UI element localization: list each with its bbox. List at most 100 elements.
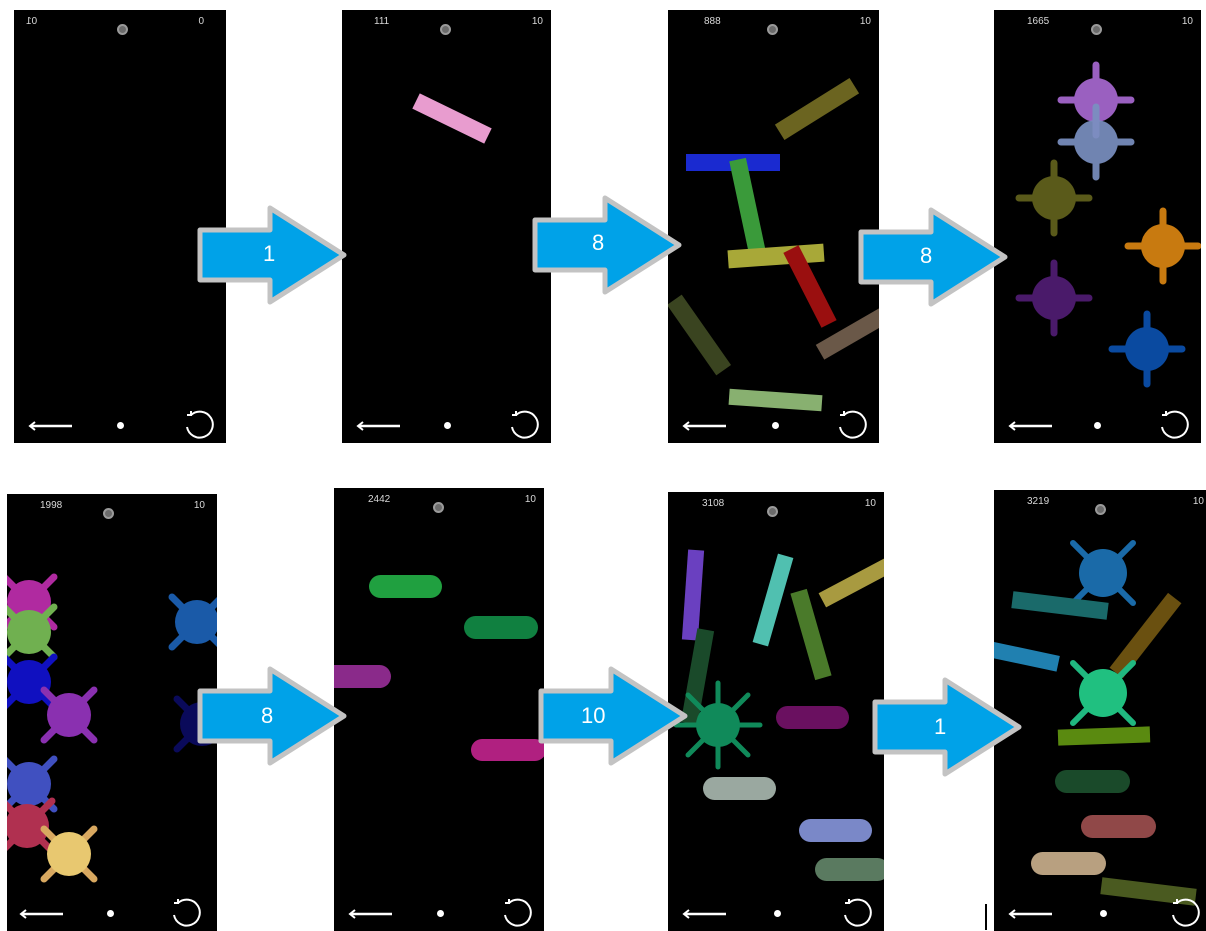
arrow-step-count: 8: [920, 243, 933, 268]
left-arrow-icon[interactable]: [28, 421, 72, 431]
dot-icon: [1100, 910, 1107, 917]
score-label: 3219: [1027, 496, 1050, 507]
ball-indicator-icon: [1091, 24, 1102, 35]
ball-indicator-icon: [433, 502, 444, 513]
ball-indicator-icon: [103, 508, 114, 519]
khaki-plank: [818, 558, 884, 608]
transition-arrow-icon: [858, 207, 1008, 307]
yellow-plank: [727, 243, 825, 269]
spiked-ball-mint: [1070, 660, 1136, 726]
score-label: 111: [374, 16, 390, 27]
transition-arrow-icon: [197, 205, 347, 305]
dot-icon: [774, 910, 781, 917]
dot-icon: [117, 422, 124, 429]
green-plank: [729, 157, 767, 260]
dot-icon: [437, 910, 444, 917]
lives-label: 10: [864, 498, 876, 509]
left-arrow-icon[interactable]: [356, 421, 400, 431]
lives-label: 0: [198, 16, 204, 27]
game-screen-7: 3108 10: [668, 492, 884, 931]
score-label: 1665: [1027, 16, 1050, 27]
lives-label: 10: [1181, 16, 1193, 27]
sky-blue-plank: [994, 640, 1060, 672]
restart-icon[interactable]: [1157, 406, 1191, 440]
left-arrow-icon[interactable]: [682, 909, 726, 919]
left-arrow-icon[interactable]: [682, 421, 726, 431]
spiked-ball-dark-purple: [1015, 259, 1093, 337]
restart-icon[interactable]: [1168, 894, 1202, 928]
score-label: 3108: [702, 498, 725, 509]
spiked-ball-steel-blue: [1070, 540, 1136, 606]
arrow-step-count: 1: [263, 241, 276, 266]
restart-icon[interactable]: [840, 894, 874, 928]
lime-plank: [1057, 726, 1151, 746]
tan-pill: [1031, 852, 1106, 875]
lives-label: 10: [524, 494, 536, 505]
transition-arrow-icon: [197, 666, 347, 766]
restart-icon[interactable]: [182, 406, 216, 440]
lives-label: 10: [1192, 496, 1204, 507]
left-arrow-icon[interactable]: [348, 909, 392, 919]
ball-indicator-icon: [440, 24, 451, 35]
restart-icon[interactable]: [835, 406, 869, 440]
score-label: 888: [704, 16, 721, 27]
ball-indicator-icon: [767, 24, 778, 35]
game-screen-5: 1998 10: [7, 494, 217, 931]
restart-icon[interactable]: [500, 894, 534, 928]
pink-pill: [471, 739, 544, 761]
arrow-step-count: 1: [934, 714, 947, 739]
spiked-ball-olive: [1015, 159, 1093, 237]
arrow-step-count: 10: [581, 703, 606, 728]
lives-label: 10: [531, 16, 543, 27]
teal-plank: [752, 553, 794, 647]
transition-arrow-icon: [538, 666, 688, 766]
arrow-step-count: 8: [261, 703, 274, 728]
purple-pill: [334, 665, 391, 688]
game-screen-6: 2442 10: [334, 488, 544, 931]
dark-olive-plank: [668, 294, 732, 376]
dot-icon: [772, 422, 779, 429]
spiked-ball-yellow: [40, 825, 98, 883]
spiked-ball-crimson: [7, 797, 56, 855]
score-label: 2442: [368, 494, 391, 505]
restart-icon[interactable]: [507, 406, 541, 440]
score-label: 01: [26, 16, 38, 27]
spiked-ball-violet: [40, 686, 98, 744]
lives-label: 10: [859, 16, 871, 27]
dot-icon: [1094, 422, 1101, 429]
restart-icon[interactable]: [169, 894, 203, 928]
rose-pill: [1081, 815, 1156, 838]
spiked-ball-steel: [1057, 103, 1135, 181]
divider-line: [985, 904, 987, 930]
sage-pill: [815, 858, 884, 881]
light-green-plank: [728, 388, 823, 412]
game-screen-2: 111 10: [342, 10, 551, 443]
olive-plank: [774, 78, 860, 140]
dot-icon: [107, 910, 114, 917]
spiked-ball-slate-blue: [7, 755, 58, 813]
pink-plank: [412, 93, 492, 144]
left-arrow-icon[interactable]: [1008, 421, 1052, 431]
lives-label: 10: [193, 500, 205, 511]
grey-pill: [703, 777, 776, 800]
maroon-pill: [776, 706, 849, 729]
spiked-ball-jade: [673, 680, 763, 770]
game-screen-4: 1665 10: [994, 10, 1201, 443]
spiked-ball-edge-blue: [168, 593, 217, 651]
violet-plank: [681, 549, 705, 641]
spiked-ball-orange: [1124, 207, 1201, 285]
left-arrow-icon[interactable]: [1008, 909, 1052, 919]
score-label: 1998: [40, 500, 63, 511]
game-screen-8: 3219 10: [994, 490, 1206, 931]
dot-icon: [444, 422, 451, 429]
green-pill: [369, 575, 442, 598]
periwinkle-pill: [799, 819, 872, 842]
left-arrow-icon[interactable]: [19, 909, 63, 919]
arrow-step-count: 8: [592, 230, 605, 255]
transition-arrow-icon: [532, 195, 682, 295]
forest-pill: [1055, 770, 1130, 793]
spiked-ball-blue: [1108, 310, 1186, 388]
ball-indicator-icon: [767, 506, 778, 517]
spiked-ball-royal-blue: [7, 653, 58, 711]
game-screen-1: 01 0: [14, 10, 226, 443]
